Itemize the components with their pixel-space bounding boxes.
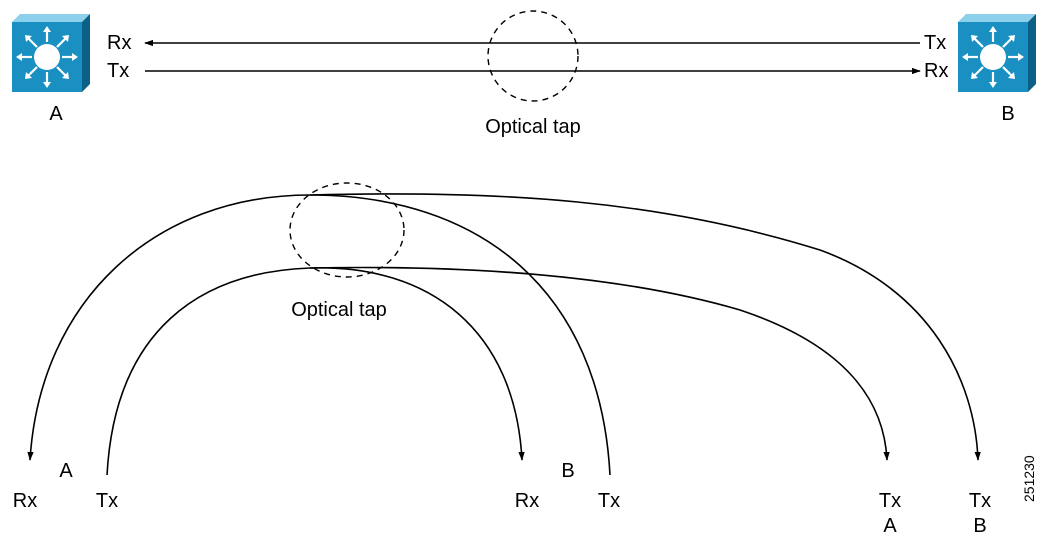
tap-branch-a: [309, 266, 890, 461]
switch-b-rx-label: Rx: [924, 60, 948, 82]
switch-a-tx-label: Tx: [107, 60, 129, 82]
bottom-b-label: B: [561, 460, 574, 482]
switch-b-icon: [956, 12, 1038, 94]
bottom-optical-tap-circle: [289, 182, 405, 278]
top-optical-tap-label: Optical tap: [485, 116, 581, 138]
tap-tx-b-label: Tx: [969, 490, 991, 512]
tap-tx-a-label: Tx: [879, 490, 901, 512]
switch-a-icon: [10, 12, 92, 94]
tap-tx-a-name: A: [883, 515, 897, 537]
bottom-optical-tap-label: Optical tap: [291, 299, 387, 321]
switch-b-label: B: [1001, 103, 1014, 125]
tx-a-label: Tx: [96, 490, 118, 512]
rx-a-label: Rx: [13, 490, 37, 512]
tap-branch-b: [309, 193, 981, 461]
top-optical-tap-circle: [487, 10, 579, 102]
fiber-b-to-a: [27, 194, 611, 476]
figure-id: 251230: [1021, 455, 1037, 502]
bottom-a-label: A: [59, 460, 73, 482]
switch-a-rx-label: Rx: [107, 32, 131, 54]
rx-b-label: Rx: [515, 490, 539, 512]
tap-tx-b-name: B: [973, 515, 986, 537]
switch-a-label: A: [49, 103, 63, 125]
tx-b-label: Tx: [598, 490, 620, 512]
switch-b-tx-label: Tx: [924, 32, 946, 54]
